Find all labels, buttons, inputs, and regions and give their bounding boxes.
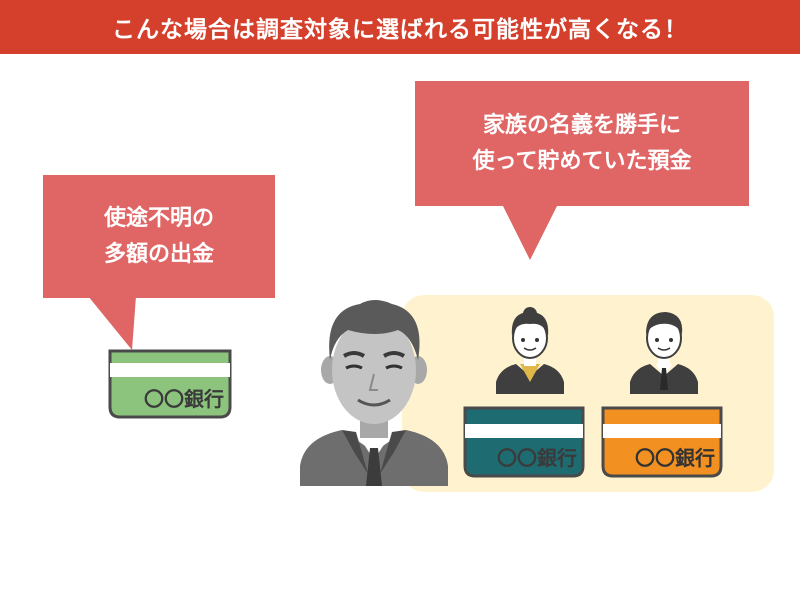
young-man-icon xyxy=(630,312,698,394)
woman-icon xyxy=(496,307,564,394)
header-banner: こんな場合は調査対象に選ばれる可能性が高くなる！ xyxy=(0,0,800,54)
speech-bubble-unexplained-withdrawal: 使途不明の 多額の出金 xyxy=(43,175,275,298)
bubble-line-1: 家族の名義を勝手に xyxy=(482,112,681,138)
bank-name-label: 〇〇銀行 xyxy=(497,446,577,470)
bank-card-icon xyxy=(108,349,232,419)
speech-bubble-tail xyxy=(502,204,558,260)
bubble-line-2: 使って貯めていた預金 xyxy=(472,148,692,174)
elderly-man-icon xyxy=(300,300,448,486)
bank-card-icon xyxy=(463,406,585,478)
bank-name-label: 〇〇銀行 xyxy=(635,446,715,470)
bank-card-orange: 〇〇銀行 xyxy=(601,406,723,478)
bank-card-green: 〇〇銀行 xyxy=(108,349,232,419)
bank-card-teal: 〇〇銀行 xyxy=(463,406,585,478)
bubble-line-2: 多額の出金 xyxy=(103,241,214,267)
bubble-line-1: 使途不明の xyxy=(103,205,214,231)
bank-card-icon xyxy=(601,406,723,478)
bank-name-label: 〇〇銀行 xyxy=(144,387,224,411)
speech-bubble-tail xyxy=(88,296,136,350)
speech-bubble-family-name-deposit: 家族の名義を勝手に 使って貯めていた預金 xyxy=(415,81,749,206)
page-title: こんな場合は調査対象に選ばれる可能性が高くなる！ xyxy=(112,17,688,43)
